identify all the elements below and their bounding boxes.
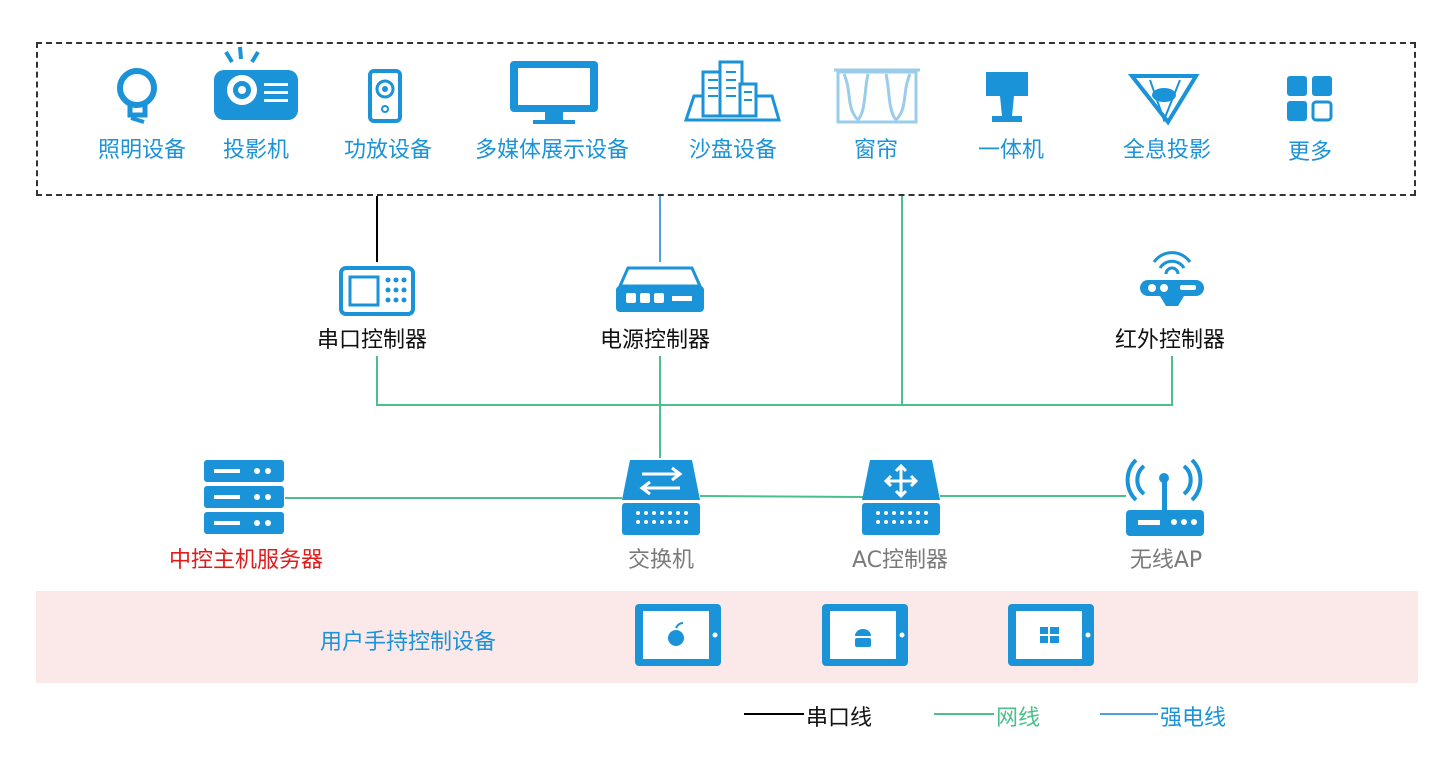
label-wireless-ap: 无线AP [1129, 548, 1203, 573]
label-hologram: 全息投影 [1122, 138, 1212, 163]
ac-controller-icon [862, 460, 940, 535]
tablet-windows-icon [1008, 604, 1094, 666]
sandtable-icon [683, 60, 781, 122]
server-icon [204, 460, 284, 534]
label-projector: 投影机 [222, 138, 290, 163]
legend-power-swatch [1100, 713, 1158, 715]
curtain-icon [834, 68, 920, 124]
speaker-icon [368, 69, 402, 123]
legend-power-label: 强电线 [1160, 706, 1227, 731]
kiosk-icon [986, 72, 1028, 122]
legend-network-swatch [934, 713, 994, 715]
label-more: 更多 [1287, 140, 1333, 165]
label-handheld: 用户手持控制设备 [320, 630, 497, 655]
projector-icon [214, 46, 298, 120]
grid-more-icon [1287, 76, 1333, 122]
hologram-icon [1127, 74, 1200, 126]
legend-serial-label: 串口线 [806, 706, 873, 731]
ipad-apple-icon [635, 604, 721, 666]
connections [285, 196, 1173, 499]
label-switch: 交换机 [627, 548, 695, 573]
monitor-icon [510, 61, 598, 124]
device-group-box [36, 42, 1416, 196]
bulb-icon [117, 68, 157, 124]
label-ac-controller: AC控制器 [851, 548, 949, 573]
wireless-ap-icon [1125, 458, 1204, 536]
label-serial-controller: 串口控制器 [316, 328, 428, 353]
label-infrared-controller: 红外控制器 [1114, 328, 1226, 353]
serial-controller-icon [339, 266, 415, 316]
label-amplifier: 功放设备 [343, 138, 433, 163]
controller-bus-line [376, 356, 1173, 406]
power-controller-icon [616, 266, 704, 312]
switch-icon [622, 460, 700, 535]
label-lighting: 照明设备 [97, 138, 187, 163]
tablet-android-icon [822, 604, 908, 666]
legend-network-label: 网线 [996, 706, 1041, 731]
label-curtain: 窗帘 [853, 138, 899, 163]
legend-serial-swatch [744, 713, 804, 715]
label-server: 中控主机服务器 [168, 548, 324, 573]
label-all-in-one: 一体机 [977, 138, 1045, 163]
label-sandtable: 沙盘设备 [688, 138, 778, 163]
handheld-band [36, 591, 1418, 683]
label-multimedia: 多媒体展示设备 [474, 138, 630, 163]
label-power-controller: 电源控制器 [599, 328, 711, 353]
infrared-controller-icon [1140, 251, 1204, 306]
switch-to-ac-line [699, 495, 864, 498]
